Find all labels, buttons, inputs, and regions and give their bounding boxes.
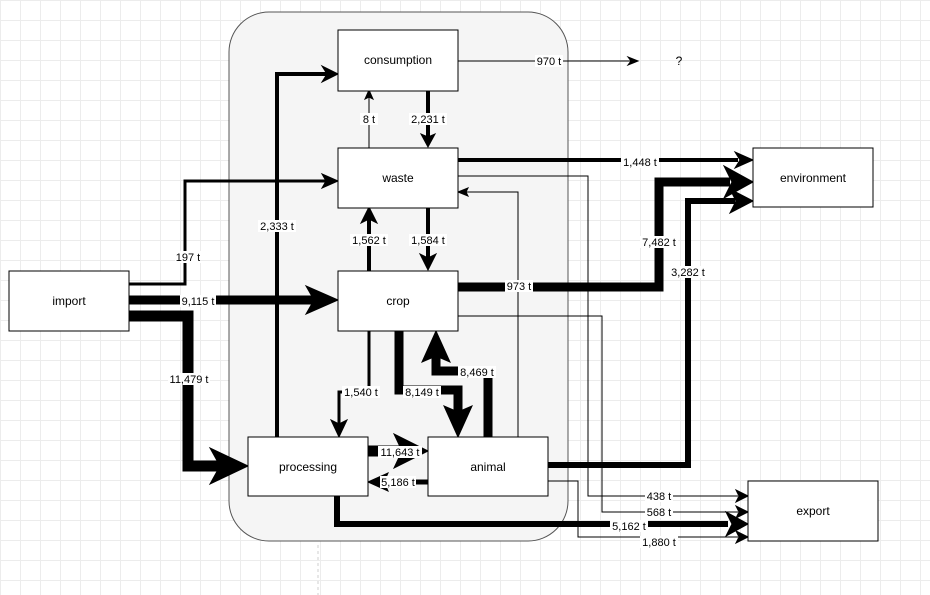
- flow-animal-waste: [466, 191, 519, 437]
- flow-label: 5,186 t: [380, 476, 416, 489]
- svg-text:2,333 t: 2,333 t: [260, 221, 294, 233]
- flow-label: 11,643 t: [378, 446, 422, 459]
- flow-label: 5,162 t: [610, 520, 648, 533]
- svg-text:11,643 t: 11,643 t: [381, 447, 420, 459]
- arrowhead-unknown: [626, 55, 640, 67]
- node-label: import: [52, 294, 86, 308]
- arrowhead-crop-animal: [443, 405, 473, 439]
- flow-processing-export: [334, 496, 728, 527]
- arrowhead-processing-export: [724, 510, 750, 538]
- flow-label: 1,540 t: [342, 386, 380, 399]
- arrowhead-processing-consumption: [320, 64, 340, 84]
- flow-label: 1,562 t: [350, 234, 388, 247]
- svg-text:8,149 t: 8,149 t: [405, 387, 439, 399]
- flow-label: 197 t: [175, 251, 201, 264]
- arrowhead-crop-waste: [359, 205, 379, 225]
- svg-text:1,562 t: 1,562 t: [352, 235, 386, 247]
- svg-text:970 t: 970 t: [537, 56, 561, 68]
- svg-text:2,231 t: 2,231 t: [411, 114, 445, 126]
- node-environment[interactable]: environment: [752, 147, 874, 208]
- svg-text:438 t: 438 t: [647, 491, 671, 503]
- arrowhead-waste-consumption: [363, 88, 375, 101]
- svg-text:8,469 t: 8,469 t: [460, 367, 494, 379]
- arrowhead-import-crop: [304, 284, 340, 316]
- flow-label: 438 t: [645, 490, 673, 503]
- arrowhead-animal-waste: [456, 187, 470, 197]
- flow-import-processing: [129, 310, 222, 472]
- arrowhead-waste-crop: [418, 252, 438, 272]
- svg-text:1,880 t: 1,880 t: [642, 537, 676, 549]
- node-export[interactable]: export: [747, 480, 879, 542]
- flow-import-waste: [129, 179, 326, 286]
- svg-text:197 t: 197 t: [176, 252, 200, 264]
- svg-text:7,482 t: 7,482 t: [642, 237, 676, 249]
- node-import[interactable]: import: [8, 270, 130, 332]
- node-label: waste: [381, 171, 414, 185]
- flow-label: 8 t: [360, 113, 378, 126]
- svg-text:5,162 t: 5,162 t: [612, 521, 646, 533]
- unknown-destination-label: ?: [676, 54, 683, 68]
- flow-label: 970 t: [535, 55, 563, 68]
- node-waste[interactable]: waste: [337, 147, 459, 209]
- svg-text:3,282 t: 3,282 t: [671, 267, 705, 279]
- node-label: environment: [780, 171, 847, 185]
- arrowhead-animal-crop: [421, 329, 451, 363]
- flow-label: 2,231 t: [409, 113, 447, 126]
- arrowhead-import-processing: [208, 446, 250, 486]
- flow-label: 973 t: [505, 280, 533, 293]
- arrowhead-crop-processing: [329, 418, 349, 439]
- svg-text:1,448 t: 1,448 t: [623, 157, 657, 169]
- flow-label: 9,115 t: [180, 295, 216, 308]
- node-label: consumption: [364, 53, 432, 67]
- svg-text:9,115 t: 9,115 t: [182, 296, 215, 308]
- flow-label: 1,448 t: [621, 156, 659, 169]
- svg-text:1,584 t: 1,584 t: [411, 235, 445, 247]
- flow-label: 1,584 t: [409, 234, 447, 247]
- svg-text:1,540 t: 1,540 t: [344, 387, 378, 399]
- flow-label: 2,333 t: [258, 220, 296, 233]
- node-crop[interactable]: crop: [337, 270, 459, 332]
- node-label: crop: [386, 294, 410, 308]
- node-animal[interactable]: animal: [427, 436, 549, 497]
- arrowhead-animal-environment: [728, 187, 755, 215]
- flow-label: 8,469 t: [458, 366, 496, 379]
- flow-label: 8,149 t: [403, 386, 441, 399]
- arrowhead-import-waste: [320, 172, 340, 190]
- svg-text:11,479 t: 11,479 t: [170, 374, 209, 386]
- arrowhead-consumption-waste: [419, 132, 437, 149]
- flow-label: 1,880 t: [640, 536, 678, 549]
- svg-text:568 t: 568 t: [647, 507, 671, 519]
- flow-label: 7,482 t: [640, 236, 678, 249]
- node-label: animal: [470, 460, 505, 474]
- node-processing[interactable]: processing: [247, 436, 369, 497]
- flow-processing-consumption: [275, 72, 328, 437]
- arrowhead-waste-environment: [733, 150, 755, 170]
- node-label: processing: [279, 460, 337, 474]
- node-consumption[interactable]: consumption: [337, 29, 459, 92]
- arrowhead-waste-export: [734, 488, 750, 504]
- node-label: export: [796, 504, 830, 518]
- svg-text:8 t: 8 t: [363, 114, 375, 126]
- svg-text:5,186 t: 5,186 t: [381, 477, 415, 489]
- svg-text:973 t: 973 t: [507, 281, 531, 293]
- flow-animal-environment: [548, 198, 735, 468]
- flow-label: 568 t: [645, 506, 673, 519]
- flow-label: 11,479 t: [168, 373, 210, 386]
- flow-label: 3,282 t: [669, 266, 707, 279]
- arrowhead-crop-export: [734, 504, 750, 520]
- arrowhead-animal-export: [734, 529, 750, 545]
- flow-crop-environment: [458, 177, 730, 292]
